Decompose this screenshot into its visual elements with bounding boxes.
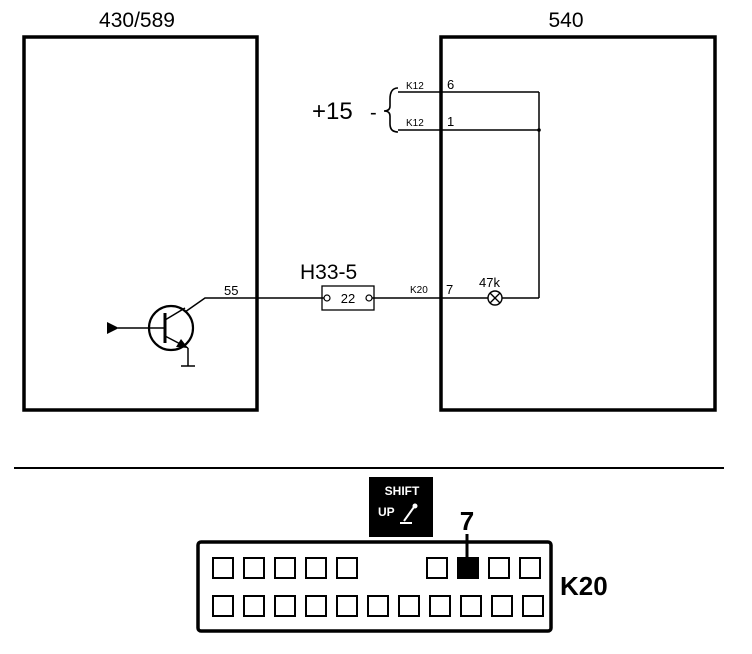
k12-pin-1: 6 [447,77,454,92]
callout-pin-number: 7 [460,506,474,536]
connector-slot [243,557,265,579]
transistor-icon [107,304,195,367]
gear-lever-icon [400,503,418,524]
connector-slot [426,557,448,579]
k12-pin-2: 1 [447,114,454,129]
connector-face-slots [212,557,544,617]
right-module-box [439,35,717,412]
connector-slot [336,557,358,579]
connector-face-label: K20 [560,571,608,601]
connector-slot [274,557,296,579]
h33-label: H33-5 [300,261,357,284]
right-module-title: 540 [548,9,583,32]
indicator-line2: UP [378,505,395,519]
connector-slot [305,595,327,617]
connector-slot [212,595,234,617]
indicator-line1: SHIFT [385,484,420,498]
connector-slot [491,595,513,617]
supply-label: +15 [312,98,353,125]
k20-wire-connector: K20 [410,285,428,296]
h33-pin-number: 22 [341,291,355,306]
h33-pin-left [323,294,331,302]
connector-slot [305,557,327,579]
k20-wire-pin: 7 [446,282,453,297]
supply-dash: - [370,102,377,124]
resistor-label: 47k [479,275,500,290]
left-module-title: 430/589 [99,9,175,32]
connector-slot [488,557,510,579]
h33-pin-right [365,294,373,302]
k12-label-1: K12 [406,81,424,92]
connector-slot [429,595,451,617]
k12-label-2: K12 [406,118,424,129]
connector-slot [212,557,234,579]
lamp-icon [487,290,503,306]
connector-slot [522,595,544,617]
connector-slot [336,595,358,617]
connector-slot [519,557,541,579]
connector-slot [367,595,389,617]
supply-brace [383,87,399,133]
connector-slot [243,595,265,617]
connector-face-outline [196,540,553,633]
left-module-box [22,35,259,412]
shift-up-indicator: SHIFT UP [369,477,433,537]
connector-slot-highlighted [457,557,479,579]
wire-55 [184,297,324,313]
connector-slot [398,595,420,617]
wire-number: 55 [224,283,238,298]
connector-slot [460,595,482,617]
connector-slot [274,595,296,617]
